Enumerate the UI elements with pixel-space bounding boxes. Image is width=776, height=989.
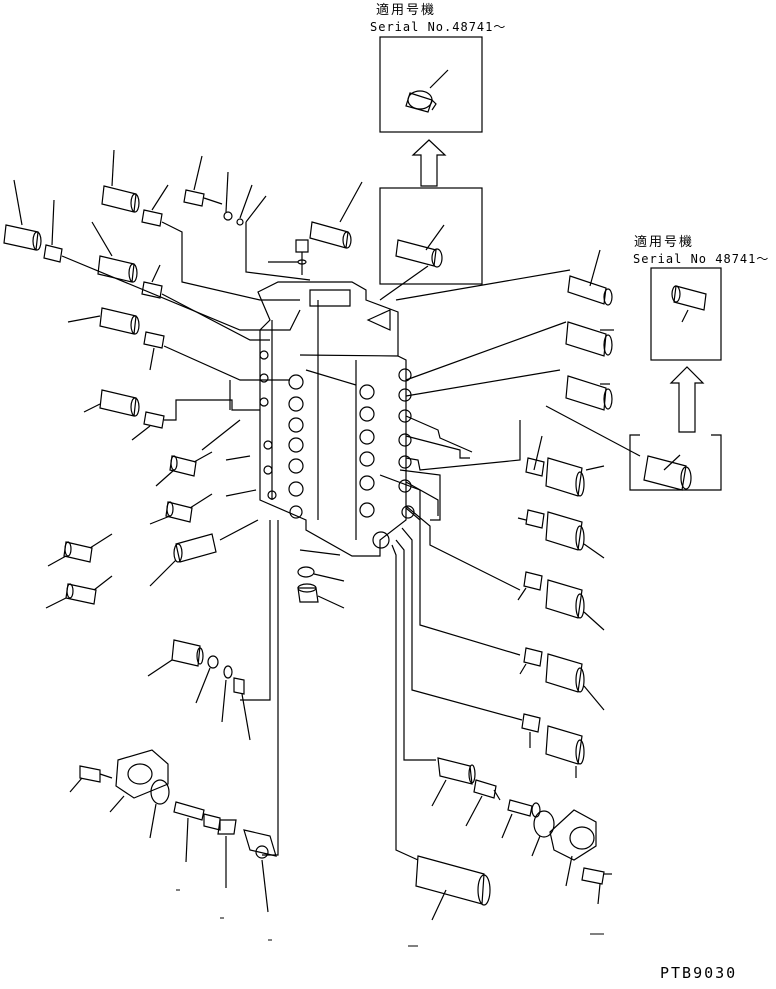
serial-note-number: Serial No 48741～ [633,252,770,266]
original-part-bracket [629,434,722,491]
serial-note-callout-right [545,267,722,491]
up-arrow-icon [669,366,705,433]
original-plug-icon [643,454,692,491]
original-plug-icon [395,224,445,268]
up-arrow-icon [411,139,447,187]
serial-note-box [650,267,722,361]
left-middle-plugs [45,451,217,609]
serial-note-box [379,36,483,133]
left-top-plugs [3,149,267,441]
control-valve-body [257,281,415,557]
left-lower-parts [69,639,277,913]
tick-marks [176,889,604,947]
top-relief-valves [268,181,363,275]
leader-line [379,265,429,301]
drawing-code: PTB9030 [660,964,738,982]
replacement-plug-icon [405,69,449,113]
assembly-leader-lines [61,221,571,861]
lower-center-parts [297,566,345,609]
leader-line [545,405,641,457]
serial-note-number: Serial No.48741～ [370,20,507,34]
serial-note-heading: 適用号機 [376,3,437,18]
replacement-plug-icon [671,285,707,323]
right-lower-parts [415,757,612,921]
right-side-plugs [517,249,614,778]
serial-note-heading: 適用号機 [634,235,695,250]
serial-note-callout-top [379,36,483,301]
original-part-box [379,187,483,285]
